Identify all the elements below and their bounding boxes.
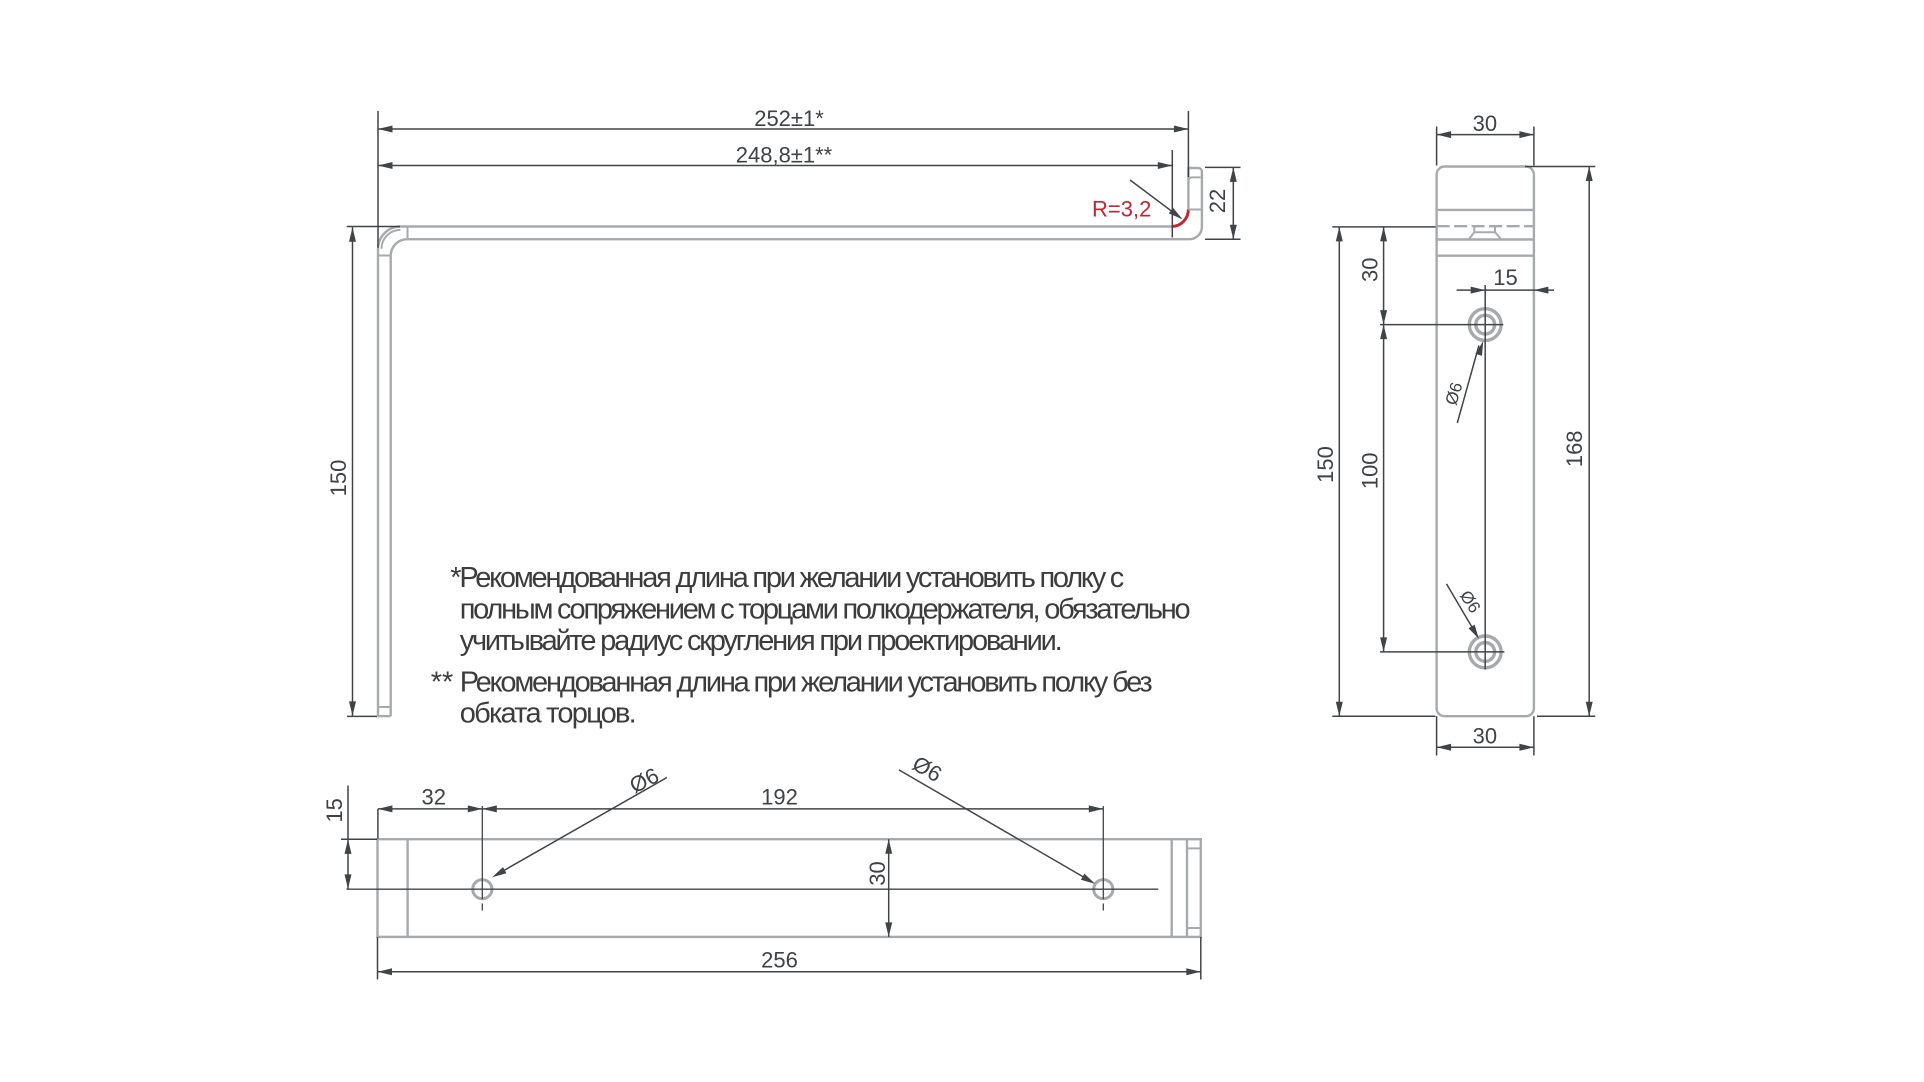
svg-text:**: **: [431, 666, 454, 698]
svg-text:30: 30: [865, 861, 890, 885]
svg-text:252±1*: 252±1*: [754, 106, 824, 131]
svg-text:Ø6: Ø6: [625, 763, 663, 799]
svg-text:учитывайте радиус скругления п: учитывайте радиус скругления при проекти…: [460, 625, 1063, 657]
svg-text:обката торцов.: обката торцов.: [460, 698, 637, 730]
svg-text:Ø6: Ø6: [908, 751, 946, 787]
svg-text:192: 192: [761, 785, 798, 810]
svg-text:15: 15: [1493, 265, 1517, 290]
svg-text:30: 30: [1358, 257, 1383, 281]
svg-text:30: 30: [1473, 111, 1497, 136]
svg-text:150: 150: [1313, 446, 1338, 483]
svg-text:256: 256: [761, 947, 798, 972]
svg-text:Рекомендованная длина при жела: Рекомендованная длина при желании устано…: [460, 666, 1153, 698]
svg-text:32: 32: [421, 785, 445, 810]
svg-text:22: 22: [1205, 189, 1230, 213]
svg-text:Ø6: Ø6: [1456, 587, 1484, 616]
svg-text:150: 150: [326, 460, 351, 497]
svg-text:168: 168: [1562, 430, 1587, 467]
svg-text:100: 100: [1358, 452, 1383, 489]
svg-text:*Рекомендованная длина при жел: *Рекомендованная длина при желании устан…: [450, 562, 1124, 594]
svg-text:15: 15: [322, 798, 347, 822]
svg-text:248,8±1**: 248,8±1**: [736, 142, 833, 167]
svg-text:R=3,2: R=3,2: [1092, 197, 1151, 222]
svg-text:30: 30: [1473, 723, 1497, 748]
svg-text:полным сопряжением с торцами п: полным сопряжением с торцами полкодержат…: [460, 594, 1191, 626]
